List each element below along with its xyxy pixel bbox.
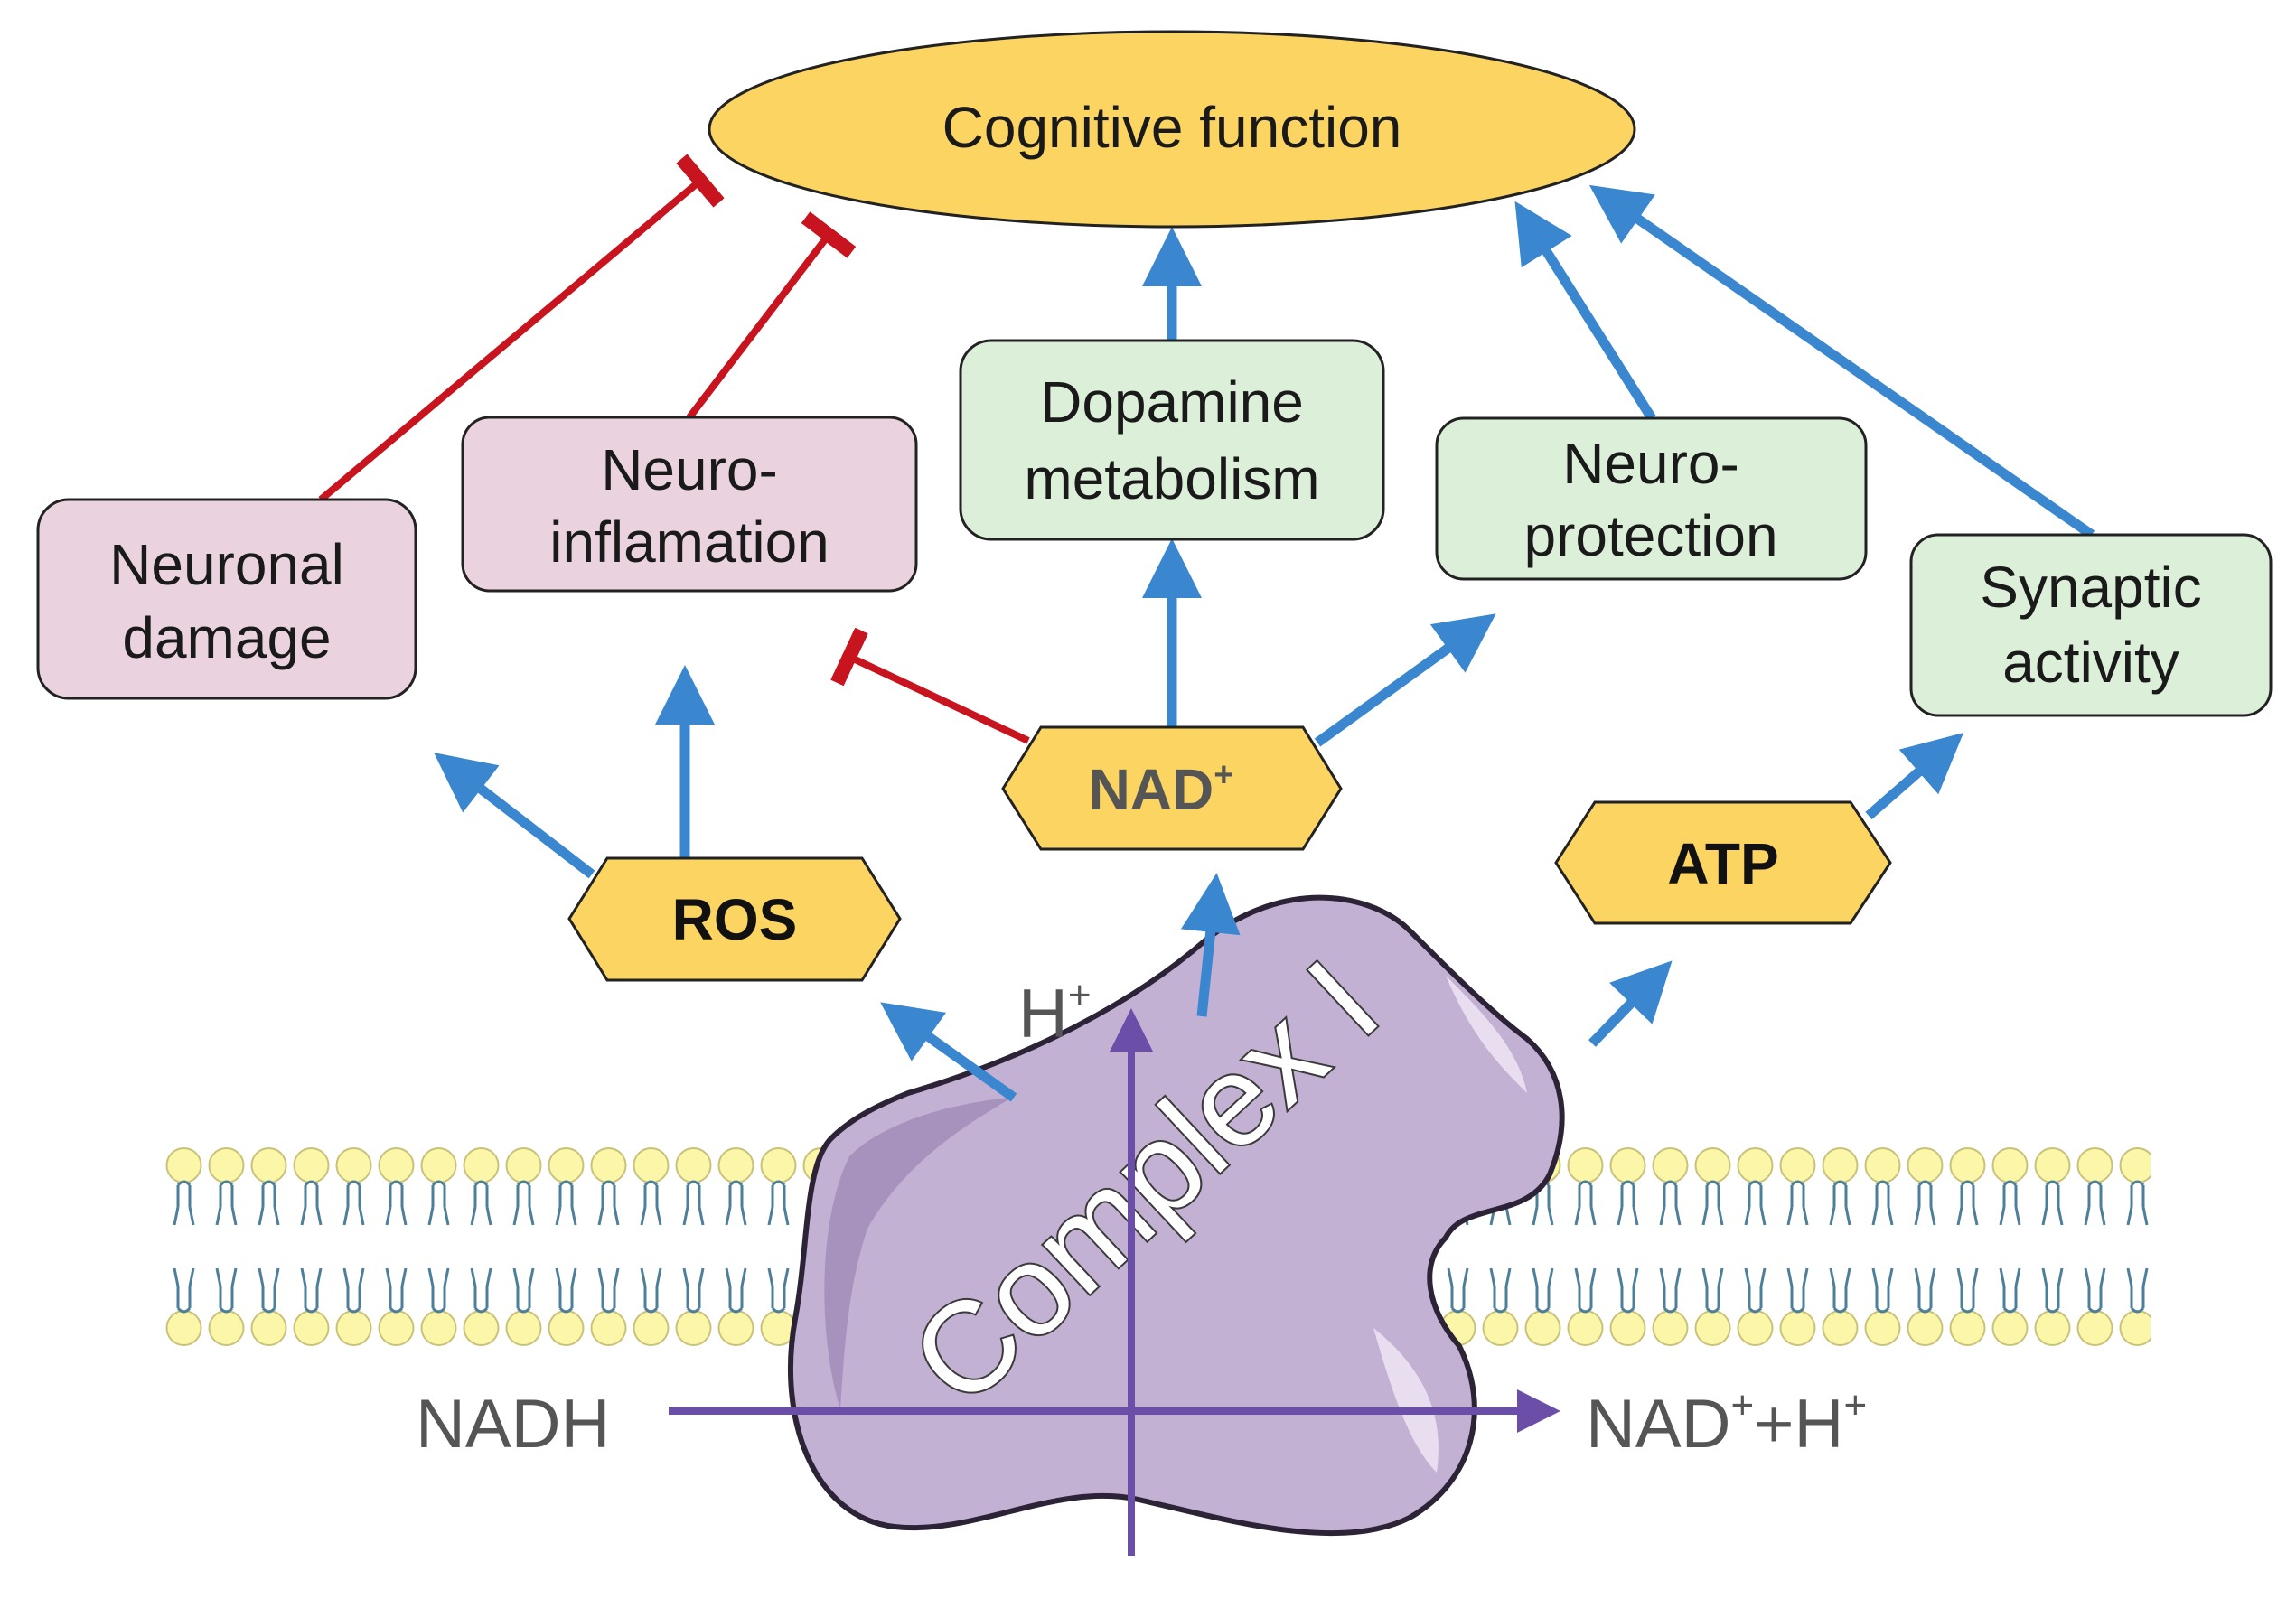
- arrow-atp-to-synaptic: [1865, 733, 1964, 820]
- product-label: NAD++H+: [1586, 1383, 1867, 1463]
- nad-label: NAD+: [1089, 756, 1234, 822]
- activation-arrows: [434, 184, 2095, 1102]
- arrow-complex-to-nad: [1180, 873, 1241, 1017]
- neuronal-damage-line-1: Neuronal: [109, 532, 344, 597]
- box-neuronal-damage: Neuronal damage: [36, 498, 417, 700]
- neuroinflammation-line-1: Neuro-: [601, 437, 778, 502]
- molecule-nad: NAD+: [1001, 725, 1343, 851]
- molecule-atp: ATP: [1554, 800, 1892, 925]
- arrow-ros-to-neuronal-damage: [434, 753, 595, 879]
- cognitive-function-label: Cognitive function: [942, 95, 1402, 160]
- arrow-synaptic-to-cognition: [1588, 184, 2095, 539]
- box-neuroprotection: Neuro- protection: [1435, 416, 1868, 581]
- inhibit-neuronal-damage-cognition: [318, 154, 725, 503]
- dopamine-line-1: Dopamine: [1040, 369, 1304, 435]
- inhibition-lines: [318, 154, 1030, 744]
- box-neuroinflammation: Neuro- inflamation: [461, 416, 918, 593]
- cognitive-function-node: Cognitive function: [708, 30, 1636, 229]
- inhibit-neuroinflammation-cognition: [686, 211, 857, 420]
- box-dopamine-metabolism: Dopamine metabolism: [959, 339, 1385, 541]
- synaptic-line-1: Synaptic: [1980, 555, 2201, 620]
- arrow-nad-to-neuroprotection: [1314, 613, 1496, 747]
- ros-label: ROS: [672, 887, 798, 952]
- synaptic-line-2: activity: [2002, 630, 2179, 695]
- neuroprotection-line-1: Neuro-: [1562, 431, 1739, 496]
- neuroprotection-line-2: protection: [1523, 503, 1777, 568]
- neuronal-damage-line-2: damage: [122, 605, 331, 670]
- dopamine-line-2: metabolism: [1024, 446, 1319, 511]
- box-synaptic-activity: Synaptic activity: [1909, 533, 2273, 717]
- molecule-ros: ROS: [567, 856, 902, 982]
- arrow-neuroprotection-to-cognition: [1514, 201, 1656, 421]
- atp-label: ATP: [1667, 831, 1778, 896]
- reaction-arrows: [669, 1008, 1560, 1556]
- complex-i-protein: [787, 894, 1565, 1537]
- inhibit-nad-neuroinflammation: [830, 627, 1030, 744]
- arrow-complex-to-ros: [880, 1002, 1017, 1102]
- neuroinflammation-line-2: inflamation: [549, 510, 829, 575]
- proton-label: H+: [1018, 973, 1092, 1052]
- arrow-complex-to-atp: [1588, 960, 1673, 1047]
- nadh-label: NADH: [416, 1386, 610, 1463]
